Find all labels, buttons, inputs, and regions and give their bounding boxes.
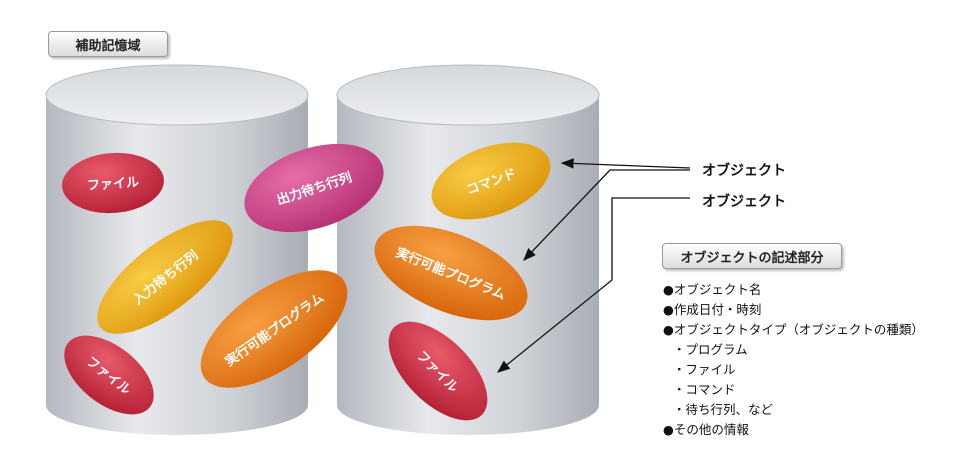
left-file-label-1: ファイル bbox=[87, 175, 140, 194]
arrow-to-file bbox=[496, 197, 690, 373]
right-executable-ellipse: 実行可能プログラム bbox=[374, 225, 528, 321]
object-description-list: ●オブジェクト名 ●作成日付・時刻 ●オブジェクトタイプ（オブジェクトの種類） … bbox=[663, 280, 924, 440]
right-command-ellipse: コマンド bbox=[431, 142, 551, 220]
object-label-1: オブジェクト bbox=[702, 163, 786, 179]
left-file-ellipse-1: ファイル bbox=[62, 152, 164, 214]
object-description-title: オブジェクトの記述部分 bbox=[662, 243, 842, 269]
list-subitem: ・ファイル bbox=[673, 362, 736, 377]
right-file-ellipse: ファイル bbox=[388, 321, 488, 421]
list-item: ●オブジェクトタイプ（オブジェクトの種類） bbox=[663, 322, 924, 337]
left-input-queue-ellipse: 入力待ち行列 bbox=[97, 220, 233, 334]
list-item: ●その他の情報 bbox=[663, 422, 749, 437]
list-subitem: ・コマンド bbox=[673, 382, 736, 397]
list-item: ●作成日付・時刻 bbox=[663, 302, 762, 317]
left-file-ellipse-2: ファイル bbox=[64, 335, 154, 415]
list-subitem: ・プログラム bbox=[673, 342, 748, 357]
list-subitem: ・待ち行列、など bbox=[673, 402, 774, 417]
list-item: ●オブジェクト名 bbox=[663, 282, 762, 297]
auxiliary-storage-title: 補助記憶域 bbox=[48, 31, 168, 57]
arrow-to-command bbox=[560, 158, 691, 169]
output-queue-ellipse: 出力待ち行列 bbox=[244, 143, 384, 233]
object-label-2: オブジェクト bbox=[702, 194, 786, 210]
arrow-to-executable bbox=[523, 169, 690, 261]
